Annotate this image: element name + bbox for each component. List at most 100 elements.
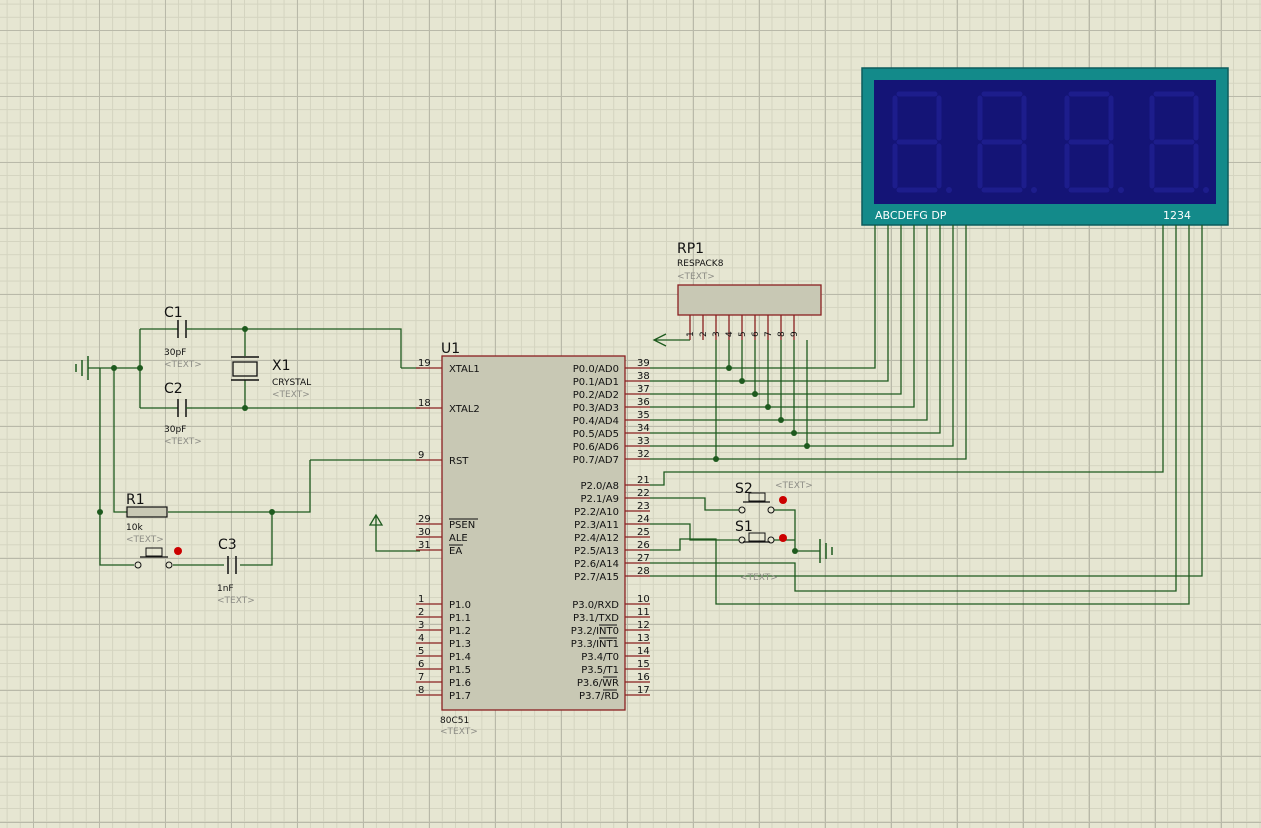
mcu-pin-label: RST bbox=[449, 456, 469, 467]
rp1-pin: 3 bbox=[712, 315, 722, 340]
mcu-pin-p1-2[interactable]: 3P1.2 bbox=[416, 620, 471, 637]
mcu-pin-p1-6[interactable]: 7P1.6 bbox=[416, 672, 471, 689]
ground-symbol-left bbox=[75, 356, 89, 380]
mcu-pin-p1-0[interactable]: 1P1.0 bbox=[416, 594, 471, 611]
mcu-pin-label: P0.1/AD1 bbox=[573, 377, 619, 388]
resistor-r1[interactable]: R1 10k <TEXT> bbox=[126, 492, 168, 545]
mcu-pin-label: P1.5 bbox=[449, 665, 471, 676]
crystal-x1[interactable]: X1 CRYSTAL <TEXT> bbox=[231, 356, 311, 400]
mcu-pin-label: P3.5/T1 bbox=[581, 665, 619, 676]
mcu-pin-label: PSEN bbox=[449, 520, 475, 531]
rp1-pin-number: 1 bbox=[686, 331, 696, 337]
switch-s1[interactable]: S1 <TEXT> bbox=[735, 519, 787, 583]
rp1-pin-number: 7 bbox=[764, 331, 774, 337]
c3-value: 1nF bbox=[217, 584, 234, 594]
mcu-pin-label: P1.2 bbox=[449, 626, 471, 637]
display-digit bbox=[1064, 91, 1124, 193]
rp1-pin-number: 3 bbox=[712, 331, 722, 337]
junctions bbox=[97, 326, 810, 554]
mcu-pin-number: 3 bbox=[418, 620, 424, 631]
mcu-pin-p1-4[interactable]: 5P1.4 bbox=[416, 646, 471, 663]
mcu-pin-label: P0.4/AD4 bbox=[573, 416, 619, 427]
mcu-pin-p1-3[interactable]: 4P1.3 bbox=[416, 633, 471, 650]
mcu-pin-number: 10 bbox=[637, 594, 650, 605]
c1-text: <TEXT> bbox=[164, 360, 202, 370]
mcu-pin-number: 29 bbox=[418, 514, 431, 525]
mcu-pin-number: 21 bbox=[637, 475, 650, 486]
display-digits bbox=[892, 91, 1209, 193]
reset-push-switch[interactable] bbox=[134, 547, 182, 569]
c3-ref: C3 bbox=[218, 537, 237, 553]
mcu-pin-p1-7[interactable]: 8P1.7 bbox=[416, 685, 471, 702]
mcu-pin-number: 24 bbox=[637, 514, 650, 525]
rp1-power-arrow bbox=[652, 333, 667, 347]
mcu-pin-label: P0.6/AD6 bbox=[573, 442, 619, 453]
mcu-pin-number: 14 bbox=[637, 646, 650, 657]
capacitor-c1[interactable]: C1 30pF <TEXT> bbox=[164, 305, 202, 370]
c3-text: <TEXT> bbox=[217, 596, 255, 606]
mcu-u1[interactable]: U1 80C51 <TEXT> 19XTAL118XTAL29RST29PSEN… bbox=[416, 341, 650, 737]
rp1-text: <TEXT> bbox=[677, 272, 715, 282]
mcu-pin-label: P0.7/AD7 bbox=[573, 455, 619, 466]
switch-s2[interactable]: S2 <TEXT> bbox=[735, 481, 813, 514]
mcu-pin-number: 23 bbox=[637, 501, 650, 512]
mcu-pin-label: P0.0/AD0 bbox=[573, 364, 619, 375]
mcu-pin-p1-5[interactable]: 6P1.5 bbox=[416, 659, 471, 676]
display-digit bbox=[977, 91, 1037, 193]
rp1-pin: 6 bbox=[751, 315, 761, 340]
r1-ref: R1 bbox=[126, 492, 145, 508]
c2-value: 30pF bbox=[164, 425, 186, 435]
s2-ref: S2 bbox=[735, 481, 753, 497]
capacitor-c3[interactable]: C3 1nF <TEXT> bbox=[217, 537, 255, 606]
mcu-type: 80C51 bbox=[440, 716, 469, 726]
mcu-pin-label: P0.3/AD3 bbox=[573, 403, 619, 414]
mcu-right-pins: 39P0.0/AD038P0.1/AD137P0.2/AD236P0.3/AD3… bbox=[571, 358, 650, 702]
rp1-pin: 8 bbox=[777, 315, 787, 340]
rp1-value: RESPACK8 bbox=[677, 259, 724, 269]
mcu-pin-number: 18 bbox=[418, 398, 431, 409]
mcu-text: <TEXT> bbox=[440, 727, 478, 737]
mcu-pin-p1-1[interactable]: 2P1.1 bbox=[416, 607, 471, 624]
seven-segment-display[interactable]: ABCDEFG DP 1234 bbox=[861, 67, 1229, 226]
r1-value: 10k bbox=[126, 523, 143, 533]
mcu-pin-number: 4 bbox=[418, 633, 424, 644]
c1-ref: C1 bbox=[164, 305, 183, 321]
capacitor-c2[interactable]: C2 30pF <TEXT> bbox=[164, 381, 202, 447]
mcu-pin-label: P1.6 bbox=[449, 678, 471, 689]
mcu-pin-number: 38 bbox=[637, 371, 650, 382]
rp1-pin-number: 4 bbox=[725, 331, 735, 337]
rp1-body bbox=[677, 284, 822, 316]
